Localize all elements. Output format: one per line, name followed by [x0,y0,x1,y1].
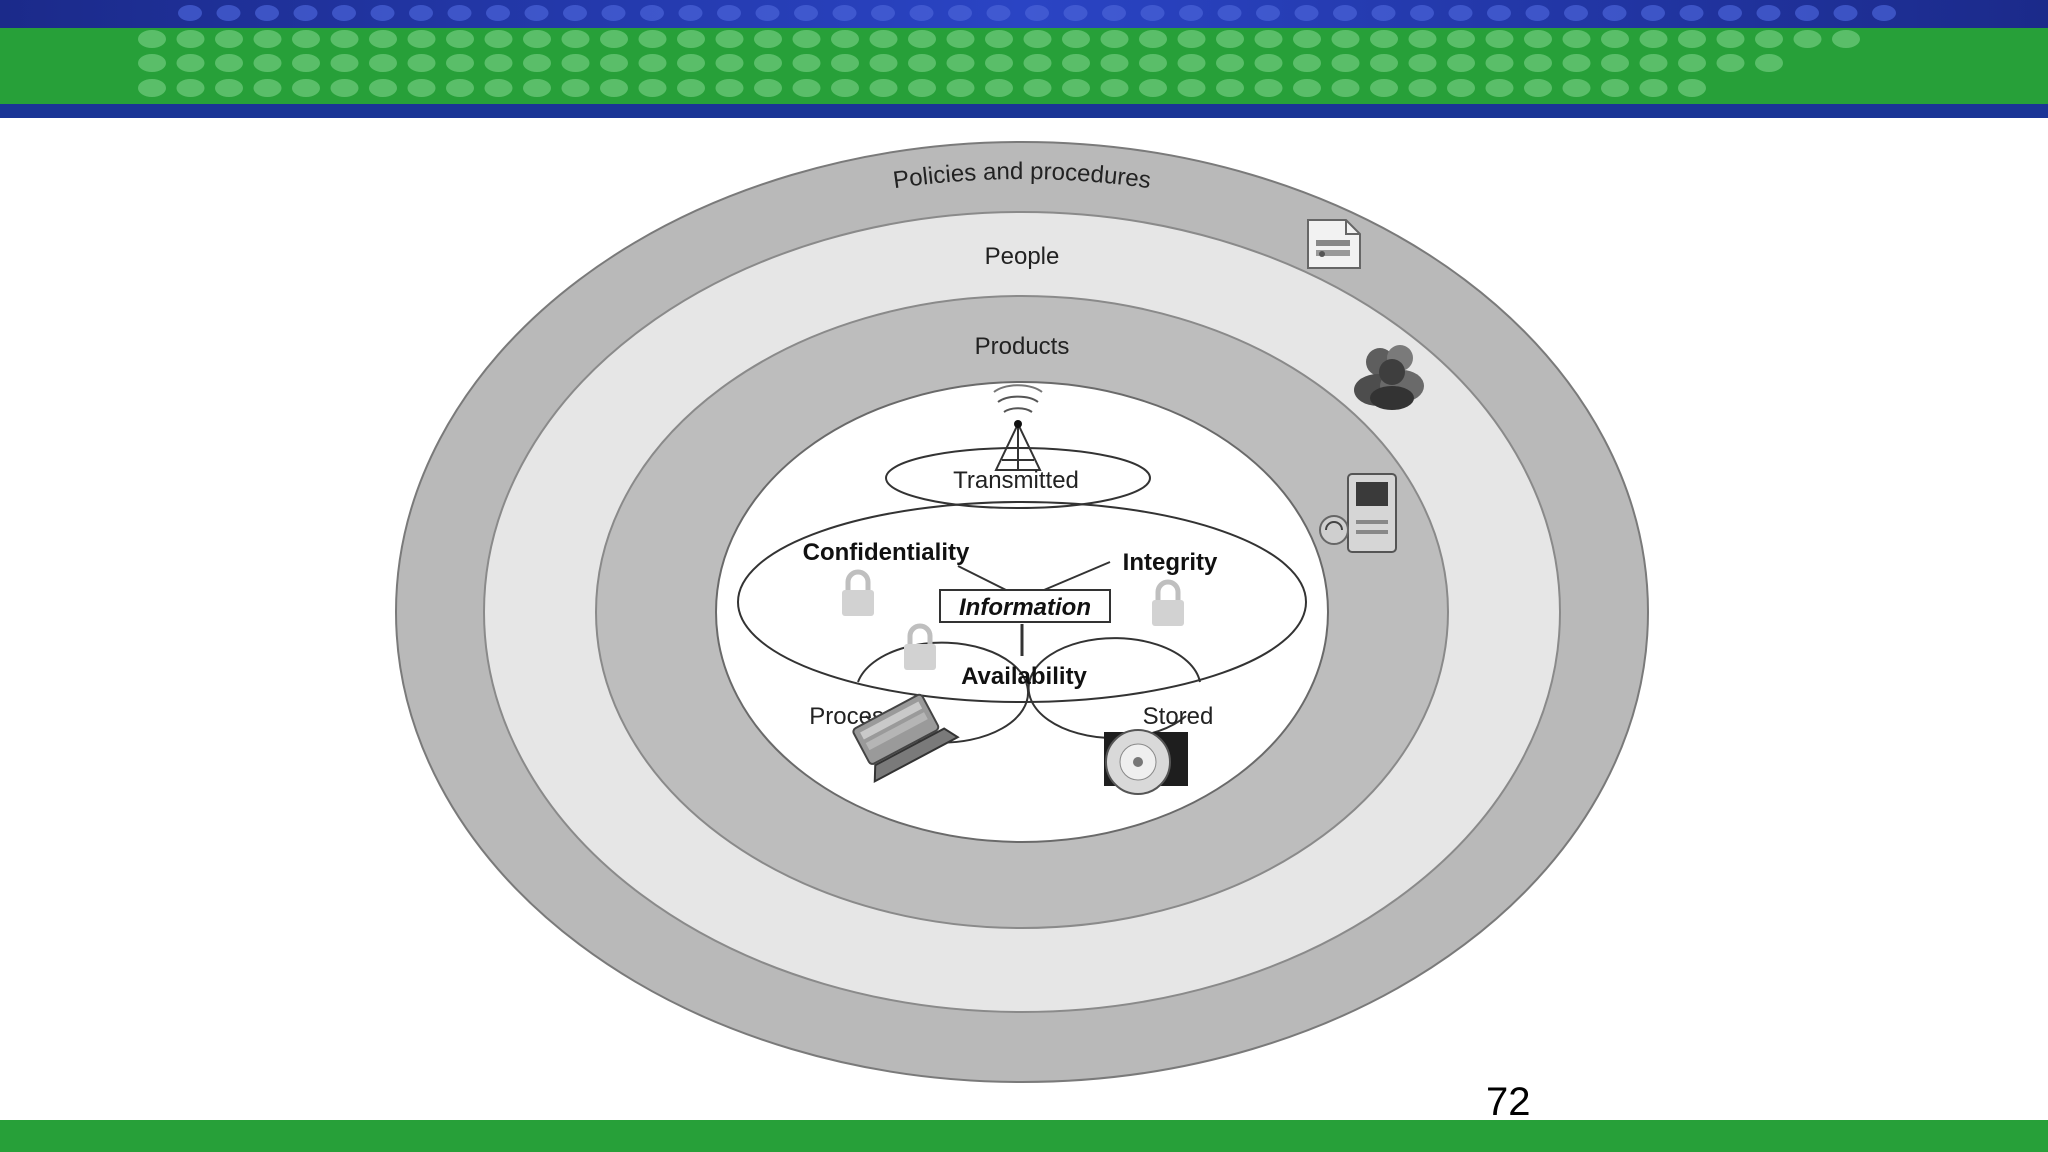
state-label-transmitted: Transmitted [953,467,1079,494]
ring-label-people: People [985,243,1060,270]
core-label-confidentiality: Confidentiality [803,539,970,566]
core-label-availability: Availability [961,663,1087,690]
padlock-icon [842,569,874,616]
footer-green-band [0,1120,2048,1152]
core-ellipse [737,501,1307,703]
connector-integrity [1043,561,1111,591]
header-top-band [0,0,2048,28]
people-icon [1354,345,1424,410]
disk-icon [1104,729,1188,795]
core-label-information: Information [959,594,1091,621]
ring-label-products: Products [975,333,1070,360]
page-number: 72 [1486,1080,1531,1124]
state-label-stored: Stored [1143,703,1214,730]
padlock-icon [1152,579,1184,626]
padlock-icon [904,623,936,670]
information-box [939,589,1111,623]
header-green-band [0,28,2048,104]
computer-icon [1319,473,1397,553]
antenna-tower-icon [993,384,1043,471]
laptop-icon [852,693,960,784]
document-icon [1307,219,1361,269]
connector-confidentiality [957,565,1007,591]
defense-in-depth-diagram: Policies and procedures People Products [395,141,1649,1083]
core-label-integrity: Integrity [1123,549,1218,576]
header-blue-strip [0,104,2048,118]
